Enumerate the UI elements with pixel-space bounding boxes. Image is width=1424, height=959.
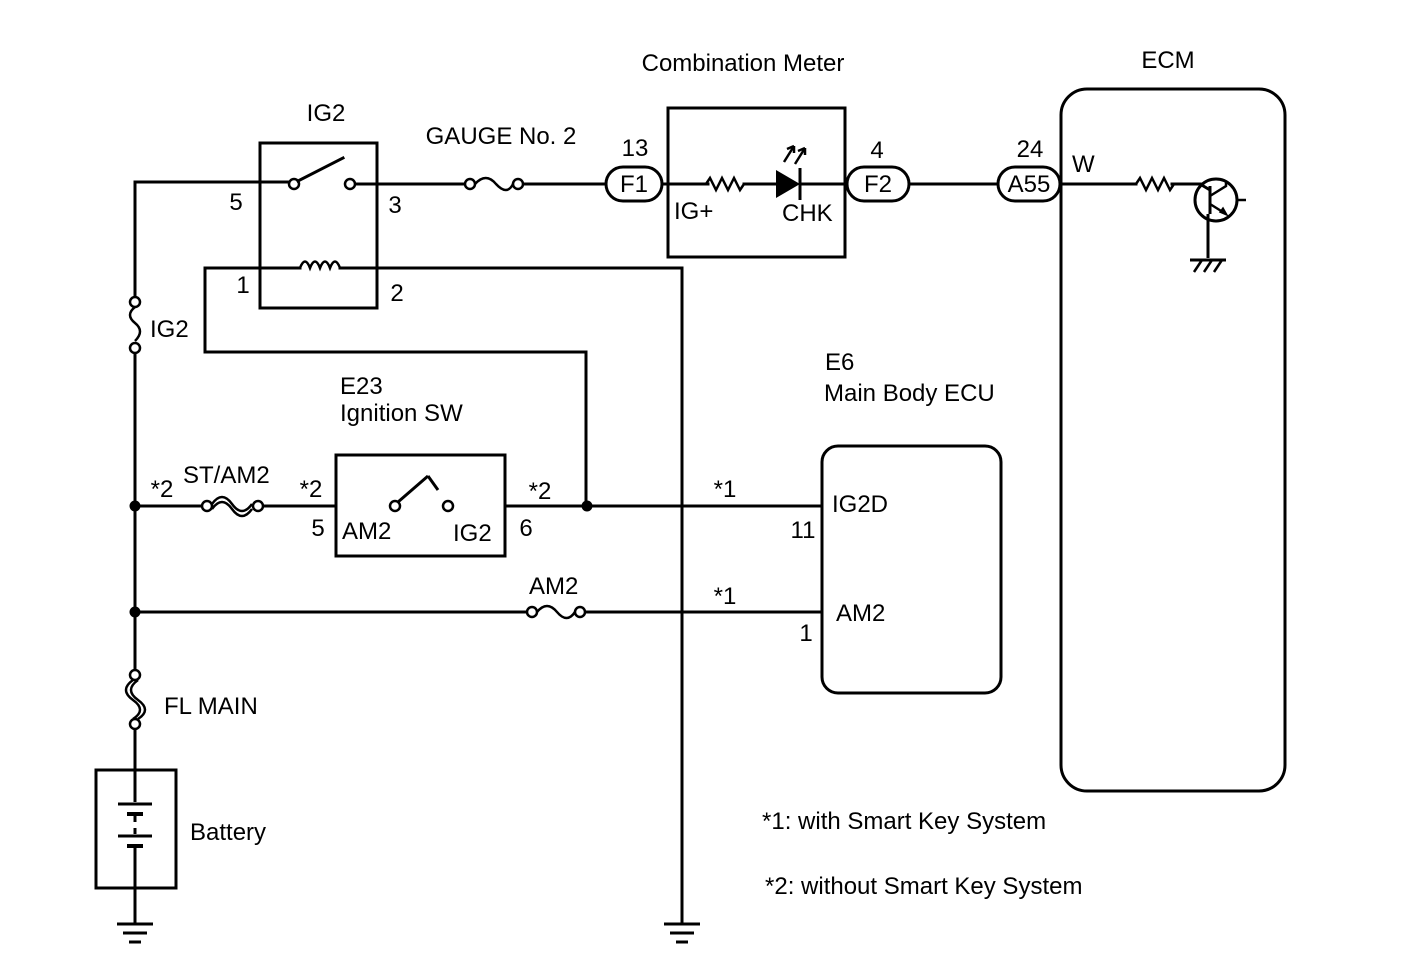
ground-icon xyxy=(117,922,153,944)
wires xyxy=(133,180,1202,924)
pin-label: 4 xyxy=(870,137,883,164)
footnote-1: *1: with Smart Key System xyxy=(762,808,1046,835)
relay-switch-arm xyxy=(295,155,346,184)
battery-icon xyxy=(94,768,178,890)
variant-mark: *1 xyxy=(714,476,737,503)
main-body-ecu xyxy=(820,444,1003,695)
led-icon xyxy=(776,144,807,200)
pin-label: 13 xyxy=(622,135,649,162)
junction-dot xyxy=(129,606,141,618)
pin-label: AM2 xyxy=(836,600,885,627)
ignition-sw-code: E23 xyxy=(340,373,383,400)
junction-dot xyxy=(581,500,593,512)
battery-label: Battery xyxy=(190,819,266,846)
variant-mark: *2 xyxy=(300,476,323,503)
variant-mark: *1 xyxy=(714,583,737,610)
st-am2-fuse-label: ST/AM2 xyxy=(183,462,270,489)
pin-label: CHK xyxy=(782,200,833,227)
ig2-fuse-icon xyxy=(128,295,142,355)
resistor-icon xyxy=(1134,175,1176,193)
connector-f2 xyxy=(845,165,911,203)
combination-meter-label: Combination Meter xyxy=(642,50,845,77)
pin-label: 24 xyxy=(1017,136,1044,163)
resistor-icon xyxy=(704,175,746,193)
wire-coil-to-ig2d xyxy=(203,266,588,508)
fl-main-fuse-icon xyxy=(124,668,147,731)
pin-label: 1 xyxy=(236,272,249,299)
main-body-ecu-code: E6 xyxy=(825,349,854,376)
relay-contact xyxy=(287,177,301,191)
pin-label: 3 xyxy=(388,192,401,219)
pin-label: IG2 xyxy=(453,520,492,547)
relay-label: IG2 xyxy=(307,100,346,127)
relay-coil-icon xyxy=(298,260,342,272)
transistor-icon xyxy=(1190,177,1246,273)
ecm xyxy=(1059,87,1287,793)
pin-label: IG+ xyxy=(674,198,713,225)
am2-fuse-label: AM2 xyxy=(529,573,578,600)
pin-label: AM2 xyxy=(342,518,391,545)
gauge-fuse-icon xyxy=(463,176,525,192)
st-am2-fuse-icon xyxy=(200,495,265,518)
fl-main-fuse-label: FL MAIN xyxy=(164,693,258,720)
ignition-sw-label: Ignition SW xyxy=(340,400,463,427)
junction-dot xyxy=(129,500,141,512)
pin-label: 1 xyxy=(799,620,812,647)
pin-label: W xyxy=(1072,151,1095,178)
pin-label: 6 xyxy=(519,515,532,542)
connector-f2-label: F2 xyxy=(864,171,892,198)
relay-contact xyxy=(343,177,357,191)
variant-mark: *2 xyxy=(151,476,174,503)
pin-label: 5 xyxy=(311,515,324,542)
ig2-relay xyxy=(258,141,379,310)
connector-f1-label: F1 xyxy=(620,171,648,198)
connector-f1 xyxy=(604,165,664,203)
wire-coil-right-ground xyxy=(338,266,684,924)
combination-meter xyxy=(666,106,847,259)
ecm-label: ECM xyxy=(1141,47,1194,74)
relay-box xyxy=(258,141,379,310)
variant-mark: *2 xyxy=(529,478,552,505)
pin-label: IG2D xyxy=(832,491,888,518)
ignition-switch xyxy=(334,453,507,558)
ground-icon xyxy=(664,922,700,944)
gauge-fuse-label: GAUGE No. 2 xyxy=(426,123,577,150)
am2-fuse-icon xyxy=(525,604,587,620)
pin-label: 11 xyxy=(791,517,816,544)
ig2-fuse-label: IG2 xyxy=(150,316,189,343)
connector-a55-label: A55 xyxy=(1008,171,1051,198)
pin-label: 2 xyxy=(390,280,403,307)
pin-label: 5 xyxy=(229,189,242,216)
footnote-2: *2: without Smart Key System xyxy=(765,873,1082,900)
main-body-ecu-label: Main Body ECU xyxy=(824,380,995,407)
